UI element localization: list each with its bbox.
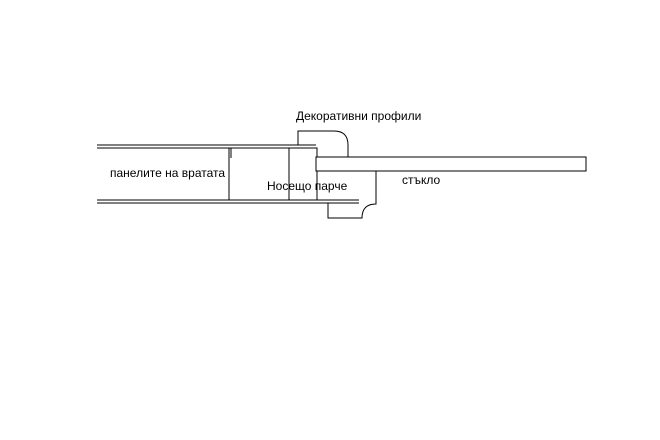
- label-decorative-profiles: Декоративни профили: [296, 109, 422, 123]
- label-glass: стъкло: [402, 173, 441, 187]
- label-carrier-piece: Носещо парче: [267, 179, 348, 193]
- label-door-panels: панелите на вратата: [110, 166, 226, 180]
- decorative-profile-top: [297, 130, 349, 157]
- decorative-profile-bottom: [327, 171, 377, 219]
- glass-pane: [315, 156, 587, 172]
- carrier-piece-shape: [288, 147, 318, 201]
